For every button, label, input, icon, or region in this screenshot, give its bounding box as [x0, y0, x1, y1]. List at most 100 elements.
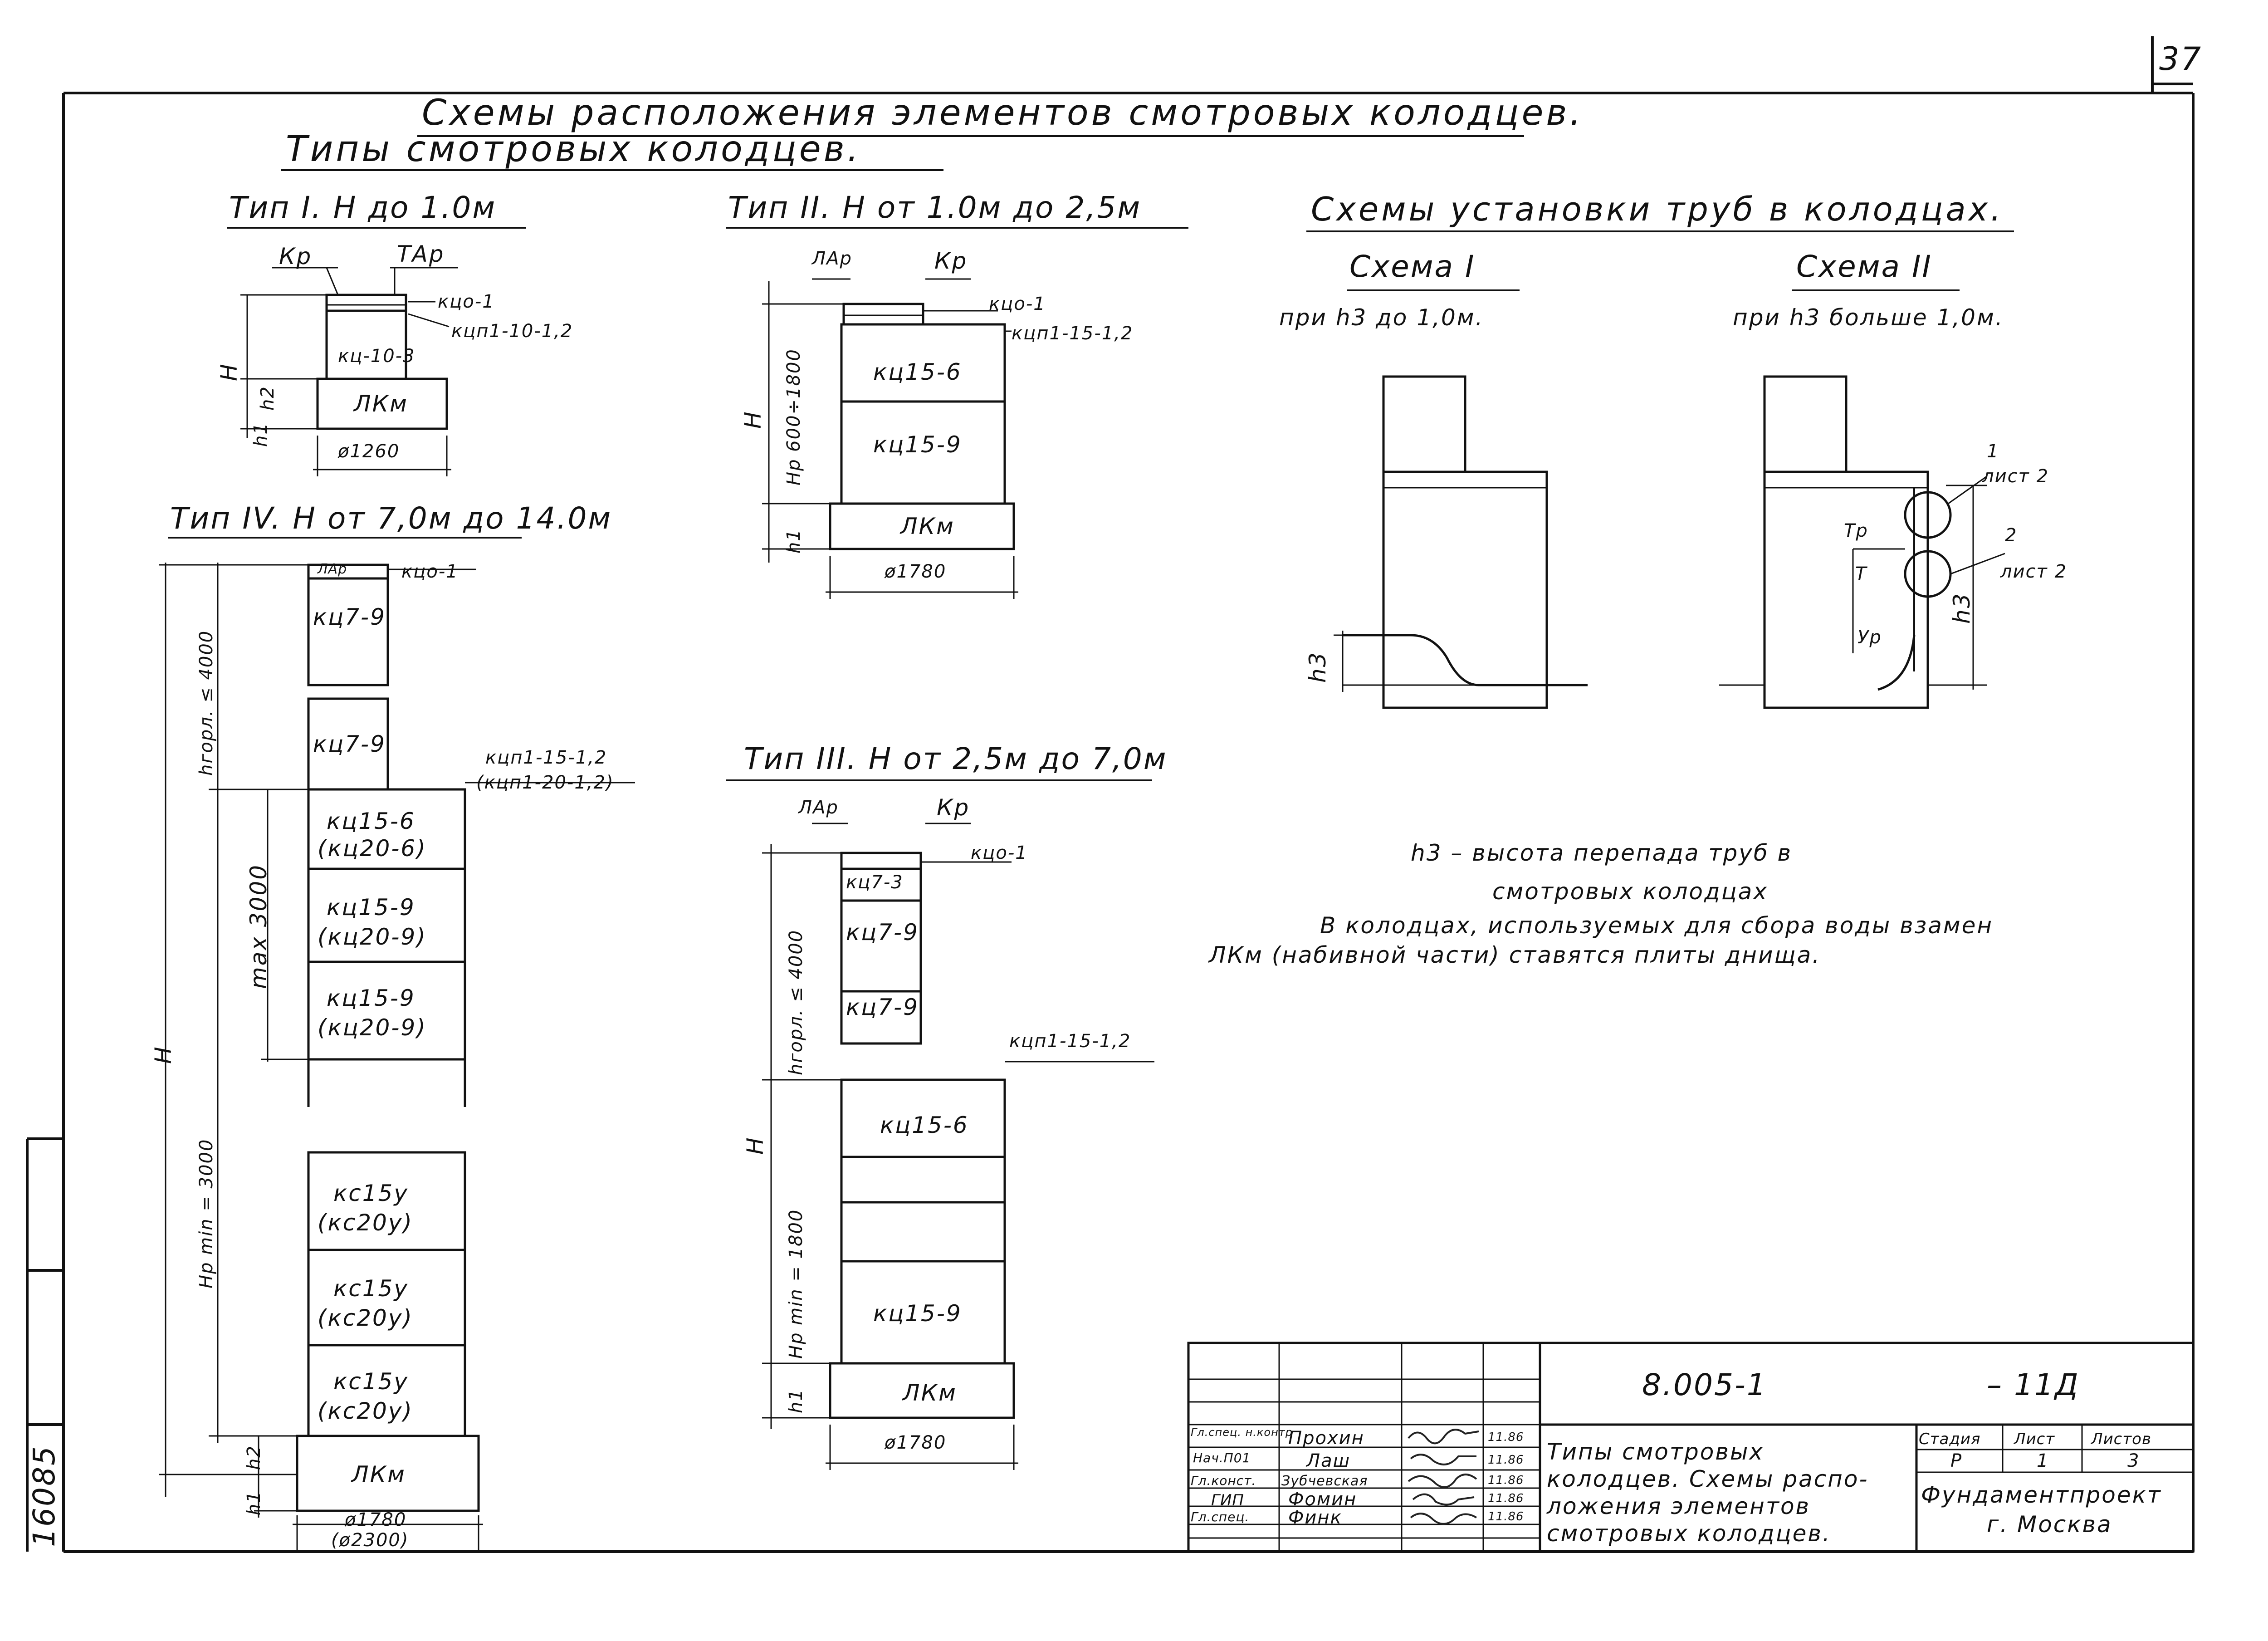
type4-label-ring3: кц15-6: [327, 808, 415, 834]
type4-scheme: [159, 537, 635, 1552]
stamp-date-4: 11.86: [1488, 1492, 1524, 1505]
stamp-header-sheets: Листов: [2091, 1430, 2152, 1448]
type1-label-kco1: кцо-1: [438, 291, 495, 312]
type4-label-lkm: ЛКм: [352, 1461, 406, 1488]
stamp-name-3: Зубчевская: [1281, 1473, 1368, 1489]
type3-scheme: [726, 779, 1154, 1470]
stamp-role-2: Нач.П01: [1193, 1450, 1251, 1465]
type2-scheme: [726, 227, 1188, 599]
type2-label-lkm: ЛКм: [900, 513, 955, 539]
scheme1-condition: при h3 до 1,0м.: [1279, 304, 1484, 331]
type4-label-ks1: кс15у: [333, 1180, 409, 1206]
type3-label-ring4: кц15-6: [880, 1112, 969, 1138]
type3-label-ring2: кц7-9: [846, 919, 919, 945]
note-line3: В колодцах, используемых для сбора воды …: [1320, 912, 1994, 939]
stamp-name-5: Финк: [1288, 1507, 1342, 1528]
stamp-role-1: Гл.спец. н.контр: [1191, 1426, 1293, 1439]
type4-title: Тип IV. H от 7,0м до 14.0м: [170, 501, 612, 536]
stamp-role-3: Гл.конст.: [1191, 1473, 1256, 1488]
type2-label-kco1: кцо-1: [989, 294, 1046, 314]
type4-label-ring1: кц7-9: [313, 604, 386, 630]
type3-label-ring3: кц7-9: [846, 994, 919, 1020]
type1-label-lkm: ЛКм: [354, 391, 408, 417]
stamp-name-1: Прохин: [1288, 1428, 1364, 1449]
side-number: 16085: [27, 1445, 62, 1547]
stamp-desc-2: колодцев. Схемы распо-: [1547, 1466, 1869, 1492]
type4-label-ring2: кц7-9: [313, 731, 386, 757]
stamp-role-4: ГИП: [1211, 1491, 1244, 1509]
type4-label-ks3-alt: (кс20у): [318, 1398, 413, 1424]
stamp-desc-4: смотровых колодцев.: [1547, 1520, 1831, 1547]
scheme2-callout2-sheet: лист 2: [2000, 561, 2068, 582]
type2-label-ring1: кц15-6: [873, 359, 962, 385]
type1-scheme: [227, 227, 526, 476]
type2-label-kcp: кцп1-15-1,2: [1012, 323, 1134, 344]
type2-label-lar: ЛАр: [812, 248, 852, 269]
type3-title: Тип III. H от 2,5м до 7,0м: [744, 741, 1168, 776]
stamp-org: Фундаментпроект: [1921, 1482, 2162, 1508]
type1-label-ring: кц-10-3: [338, 346, 415, 367]
type4-label-ks2-alt: (кс20у): [318, 1305, 413, 1331]
type2-label-kr: Кр: [934, 248, 968, 274]
scheme2-label-tr: Тр: [1844, 520, 1868, 541]
scheme2-condition: при h3 больше 1,0м.: [1733, 304, 2004, 331]
stamp-desc-1: Типы смотровых: [1547, 1439, 1764, 1465]
signature-1: [1408, 1429, 1479, 1445]
title-block-lines: [1187, 1342, 2195, 1553]
stamp-desc-3: ложения элементов: [1547, 1493, 1811, 1519]
note-line1: h3 – высота перепада труб в: [1411, 840, 1793, 866]
type4-label-dia-alt: (ø2300): [331, 1530, 409, 1551]
type1-label-dia: ø1260: [338, 441, 400, 462]
type2-title: Тип II. H от 1.0м до 2,5м: [728, 190, 1142, 225]
type1-label-kr: Кр: [279, 243, 313, 269]
type1-label-kcp: кцп1-10-1,2: [451, 321, 573, 342]
pipe-schemes: [1306, 230, 2014, 709]
type1-label-tar: ТАр: [397, 241, 445, 267]
type4-label-ks1-alt: (кс20у): [318, 1210, 413, 1236]
type3-label-kcp: кцп1-15-1,2: [1009, 1031, 1131, 1052]
type3-label-kco1: кцо-1: [971, 843, 1028, 863]
type2-label-dia: ø1780: [885, 561, 947, 582]
signature-2: [1410, 1454, 1476, 1465]
scheme2-callout1-num: 1: [1987, 441, 1999, 462]
signature-5: [1410, 1513, 1477, 1525]
scheme1-title: Схема I: [1349, 249, 1476, 284]
stamp-code: 8.005-1: [1642, 1367, 1767, 1402]
scheme2-callout2-num: 2: [2005, 525, 2018, 546]
type1-title: Тип I. H до 1.0м: [229, 190, 497, 225]
type4-label-ring5: кц15-9: [327, 985, 415, 1011]
scheme2-title: Схема II: [1796, 249, 1932, 284]
stamp-sheet-code: – 11Д: [1987, 1367, 2080, 1402]
type4-label-kco1: кцо-1: [401, 561, 459, 582]
stamp-header-stage: Стадия: [1919, 1430, 1981, 1448]
type4-label-ring4: кц15-9: [327, 894, 415, 921]
type4-label-ring5-alt: (кц20-9): [318, 1014, 427, 1041]
main-title: Схемы расположения элементов смотровых к…: [422, 93, 1584, 133]
pipes-title: Схемы установки труб в колодцах.: [1311, 190, 2004, 228]
type4-label-lar: ЛАр: [318, 561, 347, 577]
type3-label-ring5: кц15-9: [873, 1300, 962, 1327]
stamp-date-3: 11.86: [1488, 1474, 1524, 1487]
type2-label-ring2: кц15-9: [873, 431, 962, 458]
types-title: Типы смотровых колодцев.: [286, 129, 861, 170]
type3-label-lkm: ЛКм: [903, 1380, 957, 1406]
scheme2-label-t: Т: [1855, 563, 1867, 584]
type3-label-kr: Кр: [937, 794, 970, 821]
stamp-date-5: 11.86: [1488, 1510, 1524, 1523]
signature-3: [1408, 1474, 1477, 1488]
scheme2-callout1-sheet: лист 2: [1982, 466, 2049, 487]
stamp-value-sheet: 1: [2037, 1450, 2049, 1471]
stamp-date-2: 11.86: [1488, 1453, 1524, 1467]
stamp-city: г. Москва: [1987, 1511, 2112, 1538]
type4-label-ring4-alt: (кц20-9): [318, 924, 427, 950]
page-number: 37: [2159, 40, 2203, 78]
stamp-header-sheet: Лист: [2014, 1430, 2055, 1448]
type4-label-ring3-alt: (кц20-6): [318, 835, 427, 862]
type4-label-ks3: кс15у: [333, 1368, 409, 1395]
type3-label-dia: ø1780: [885, 1432, 947, 1453]
stamp-role-5: Гл.спец.: [1191, 1509, 1250, 1524]
sheet-frame: [26, 36, 2195, 1553]
stamp-value-stage: Р: [1950, 1450, 1963, 1471]
